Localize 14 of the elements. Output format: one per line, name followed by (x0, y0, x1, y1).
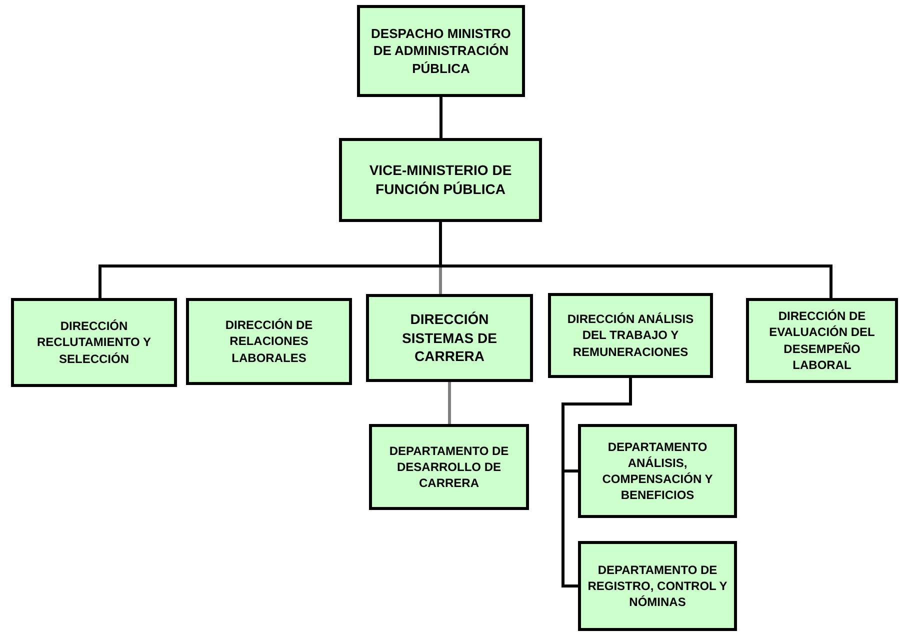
org-box: DIRECCIÓN DE EVALUACIÓN DEL DESEMPEÑO LABORAL (746, 298, 898, 383)
org-box: DEPARTAMENTO ANÁLISIS, COMPENSACIÓN Y BENEFICIOS (578, 424, 737, 518)
connector-line (439, 222, 832, 298)
org-box: DEPARTAMENTO DE DESARROLLO DE CARRERA (369, 424, 529, 510)
org-box: DIRECCIÓN DE RELACIONES LABORALES (186, 298, 352, 385)
org-box: DIRECCIÓN ANÁLISIS DEL TRABAJO Y REMUNERACIONES (548, 293, 713, 378)
connector-line (440, 97, 442, 138)
connector-line (562, 378, 632, 588)
org-box: DIRECCIÓN RECLUTAMIENTO Y SELECCIÓN (11, 298, 177, 387)
connector-line (448, 382, 451, 424)
org-box: DESPACHO MINISTRO DE ADMINISTRACIÓN PÚBLICA (357, 5, 525, 97)
org-box: DEPARTAMENTO DE REGISTRO, CONTROL Y NÓMINAS (578, 541, 737, 631)
org-box: VICE-MINISTERIO DE FUNCIÓN PÚBLICA (339, 138, 542, 222)
org-box: DIRECCIÓN SISTEMAS DE CARRERA (366, 294, 533, 382)
